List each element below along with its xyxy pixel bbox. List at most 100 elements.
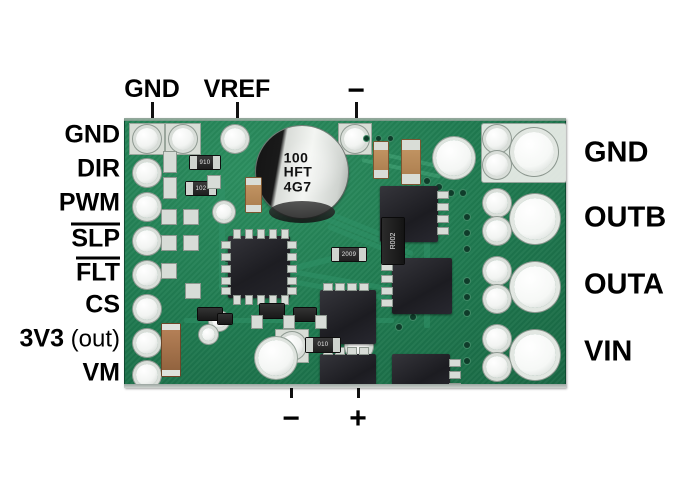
smd-pad bbox=[164, 152, 176, 172]
sot-transistor bbox=[218, 314, 232, 324]
mosfet-middle bbox=[392, 258, 452, 314]
top-label-vref: VREF bbox=[203, 75, 271, 103]
ic-lead bbox=[288, 288, 296, 294]
terminal-smallhole-outa-a bbox=[486, 260, 508, 282]
ic-lead bbox=[222, 266, 230, 272]
pcb-via bbox=[464, 294, 470, 300]
hole-minus-top-inner bbox=[344, 128, 366, 150]
smd-pad bbox=[186, 284, 200, 298]
mosfet-lead bbox=[450, 360, 460, 366]
terminal-label-outb: OUTB bbox=[584, 201, 667, 234]
pcb-trace bbox=[424, 178, 430, 328]
smd-pad bbox=[164, 178, 176, 198]
pin-label-gnd: GND bbox=[64, 120, 120, 149]
pin-hole-3v3 bbox=[136, 332, 158, 354]
mosfet-lead bbox=[360, 348, 368, 354]
terminal-smallhole-vin-a bbox=[486, 328, 508, 350]
ic-lead bbox=[234, 230, 240, 238]
ic-lead bbox=[222, 242, 230, 248]
ic-lead bbox=[270, 230, 276, 238]
smd-resistor-910: 910 bbox=[190, 156, 220, 169]
ic-lead bbox=[234, 296, 240, 304]
pin-hole-dir bbox=[136, 162, 158, 184]
mosfet-lead bbox=[438, 204, 448, 210]
terminal-smallhole-outb-a bbox=[486, 192, 508, 214]
pin-label-dir: DIR bbox=[76, 154, 120, 183]
pcb-via bbox=[410, 314, 416, 320]
ic-lead bbox=[258, 230, 264, 238]
pin-hole-flt bbox=[136, 264, 158, 286]
mosfet-left-lower bbox=[320, 290, 376, 344]
terminal-smallhole-vin-b bbox=[486, 356, 508, 378]
smd-pad bbox=[162, 264, 176, 278]
ic-lead bbox=[288, 278, 296, 284]
pin-hole-cs bbox=[136, 298, 158, 320]
mosfet-lead bbox=[450, 384, 460, 388]
terminal-hole-vin bbox=[514, 334, 556, 376]
pin-label-3v3: 3V3 (out) bbox=[19, 324, 121, 353]
ic-lead bbox=[288, 254, 296, 260]
ic-lead bbox=[246, 230, 252, 238]
smd-pad bbox=[162, 236, 176, 250]
mosfet-lead bbox=[438, 228, 448, 234]
pcb-via bbox=[448, 190, 454, 196]
sot-transistor bbox=[294, 308, 316, 321]
pin-label-slp: SLP bbox=[71, 222, 120, 253]
mosfet-lead bbox=[382, 288, 392, 294]
top-label-gnd: GND bbox=[124, 75, 180, 103]
ic-lead bbox=[288, 242, 296, 248]
sot-transistor bbox=[260, 304, 284, 318]
mosfet-lead bbox=[382, 276, 392, 282]
smd-pad bbox=[252, 316, 262, 328]
bottom-label-minus: − bbox=[282, 402, 300, 435]
capacitor-marking: 100 HFT 4G7 bbox=[283, 149, 313, 195]
pcb-via bbox=[388, 136, 393, 141]
mounting-hole-bottom-left bbox=[258, 340, 294, 376]
pin-hole-slp bbox=[136, 230, 158, 252]
terminal-smallhole-gnd-a bbox=[486, 128, 508, 150]
smd-pad bbox=[208, 176, 220, 188]
pcb-via bbox=[464, 214, 470, 220]
mosfet-lead bbox=[438, 216, 448, 222]
pcb-via bbox=[464, 358, 470, 364]
mosfet-lead bbox=[382, 300, 392, 306]
ic-lead bbox=[288, 266, 296, 272]
smd-resistor-010: 010 bbox=[306, 338, 340, 352]
pcb-via bbox=[464, 310, 470, 316]
ic-lead bbox=[222, 278, 230, 284]
shunt-resistor bbox=[162, 324, 180, 376]
smd-pad bbox=[162, 210, 176, 224]
pcb-via bbox=[364, 136, 369, 141]
pcb-via bbox=[464, 230, 470, 236]
mosfet-lead bbox=[438, 192, 448, 198]
ic-lead bbox=[282, 296, 288, 304]
terminal-hole-outb bbox=[514, 198, 556, 240]
ic-lead bbox=[222, 288, 230, 294]
mosfet-bottom-left bbox=[320, 354, 376, 388]
terminal-hole-outa bbox=[514, 266, 556, 308]
pin-hole-gnd bbox=[136, 128, 158, 150]
electrolytic-capacitor: 100 HFT 4G7 bbox=[256, 126, 348, 223]
ceramic-capacitor bbox=[374, 142, 388, 178]
smd-pad bbox=[284, 316, 294, 328]
hole-vref bbox=[224, 128, 246, 150]
smd-resistor-2009: 2009 bbox=[332, 248, 366, 261]
mosfet-lead bbox=[336, 284, 344, 290]
terminal-label-outa: OUTA bbox=[584, 268, 665, 301]
terminal-smallhole-outb-b bbox=[486, 220, 508, 242]
smd-pad bbox=[184, 236, 198, 250]
smd-pad bbox=[184, 210, 198, 224]
pcb-via bbox=[460, 190, 466, 196]
pcb-board: 100 HFT 4G7 bbox=[124, 118, 566, 388]
terminal-hole-gnd bbox=[514, 132, 554, 172]
pcb-via bbox=[464, 246, 470, 252]
smd-pad bbox=[316, 316, 326, 328]
pcb-trace bbox=[219, 180, 225, 290]
hole-gnd-top bbox=[172, 128, 194, 150]
ceramic-capacitor bbox=[402, 140, 420, 184]
pin-label-cs: CS bbox=[85, 290, 120, 319]
ic-lead bbox=[282, 230, 288, 238]
mosfet-lead bbox=[450, 372, 460, 378]
ic-lead bbox=[246, 296, 252, 304]
pin-label-flt: FLT bbox=[76, 256, 120, 287]
